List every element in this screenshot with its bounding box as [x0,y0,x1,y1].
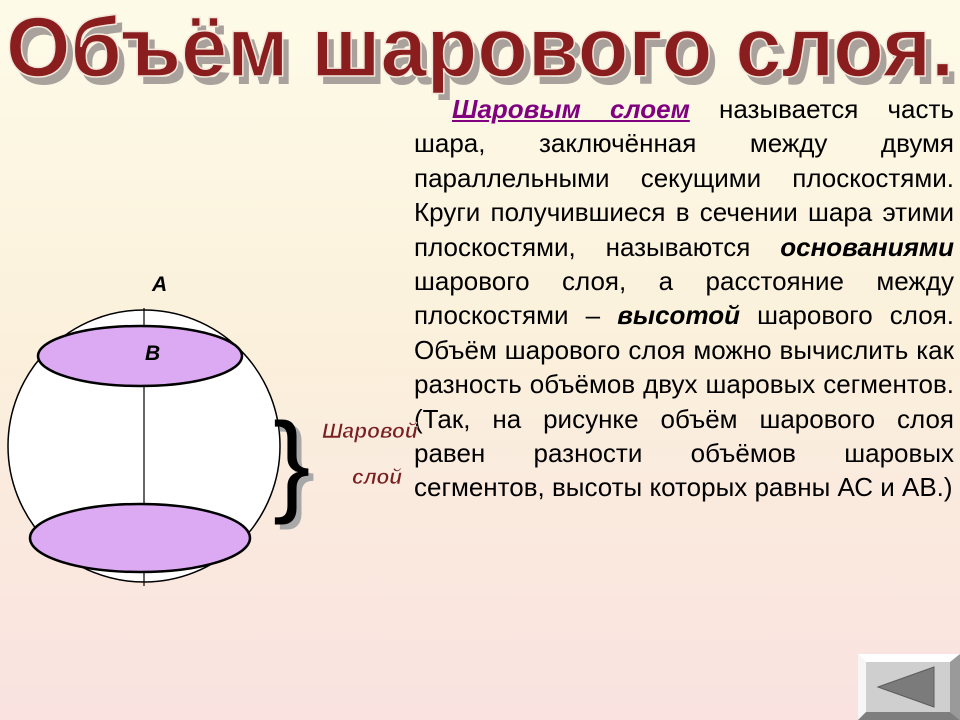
brace-shadow: } [278,405,315,530]
layer-label-line1: Шаровой [322,420,418,443]
term-height: высотой [617,300,740,331]
point-b-label: В [145,342,160,365]
bottom-section-circle [28,502,252,574]
term-spherical-layer: Шаровым слоем [452,94,690,124]
back-button[interactable] [858,654,960,720]
term-bases: основаниями [780,231,954,262]
sphere-diagram: А В } } Шаровой слой [7,273,418,586]
title-text: Объём шарового слоя. [6,0,954,94]
layer-brace: } [273,400,310,525]
back-arrow-icon [876,666,935,708]
back-button-bevel-right [950,654,960,720]
point-a-label: А [151,273,167,296]
definition-text-1: называется часть шара, заключённая между… [414,94,954,262]
back-button-bevel-bottom [858,712,960,720]
slide-title: Объём шарового слоя. Объём шарового слоя… [5,0,960,100]
back-button-bevel-top [858,654,960,662]
definition-text-3: шарового слоя. Объём шарового слоя можно… [414,300,955,503]
top-section-circle [36,324,244,388]
definition-text-2: шарового слоя, а расстояние между плоско… [414,266,954,331]
title-shadow: Объём шарового слоя. [12,8,960,100]
definition-paragraph: Шаровым слоем называется часть шара, зак… [414,92,954,505]
layer-label-line2: слой [352,466,402,489]
back-button-bevel-left [858,654,866,720]
